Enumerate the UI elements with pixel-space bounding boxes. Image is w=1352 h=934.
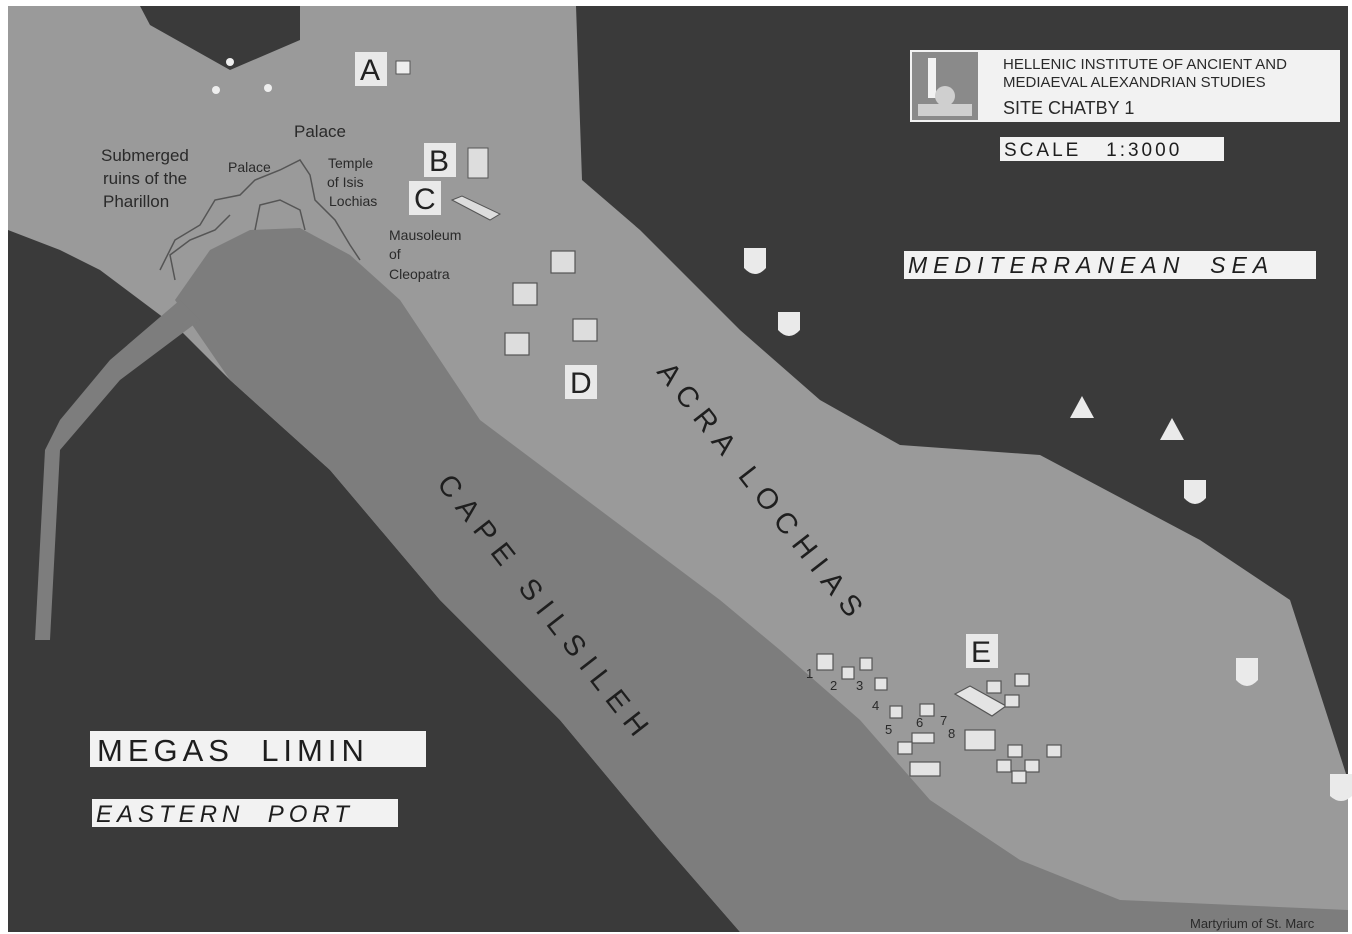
institute-header-box — [910, 50, 1340, 122]
ruin-dot — [212, 86, 220, 94]
institute-line2: MEDIAEVAL ALEXANDRIAN STUDIES — [1003, 74, 1266, 91]
port-sublabel: EASTERN PORT — [96, 801, 354, 828]
site-number-6: 6 — [916, 715, 923, 730]
mausoleum-label-3: Cleopatra — [389, 266, 450, 282]
marker-b-box — [424, 143, 456, 177]
structure-icon — [1046, 744, 1062, 758]
site-number-7: 7 — [940, 713, 947, 728]
temple-label-2: of Isis — [327, 174, 364, 190]
amphora-icon — [744, 248, 766, 274]
amphora-icon — [1330, 774, 1352, 801]
tomb-icon — [512, 282, 538, 306]
structure-icon — [1011, 770, 1027, 784]
site-number-5: 5 — [885, 722, 892, 737]
ruin-dot — [226, 58, 234, 66]
structure-icon — [889, 705, 903, 719]
marker-b: B — [429, 145, 449, 178]
marker-c-box — [409, 181, 441, 215]
structure-icon — [1007, 744, 1023, 758]
scale-label: SCALE 1:3000 — [1004, 140, 1182, 161]
structure-icon — [1024, 759, 1040, 773]
port-label-box — [90, 731, 426, 767]
structure-icon — [816, 653, 834, 671]
port-label: MEGAS LIMIN — [97, 733, 369, 768]
site-number-1: 1 — [806, 666, 813, 681]
structure-icon — [919, 703, 935, 717]
structure-icon — [1014, 673, 1030, 687]
mausoleum-label-1: Mausoleum — [389, 227, 461, 243]
structure-icon — [996, 759, 1012, 773]
structure-icon — [986, 680, 1002, 694]
submerged-label-3: Pharillon — [103, 192, 169, 211]
temple-icon — [467, 147, 489, 179]
logo-figure — [935, 86, 955, 106]
site-number-8: 8 — [948, 726, 955, 741]
martyrium-label: Martyrium of St. Marc — [1190, 916, 1315, 931]
cape-silsileh-strip — [175, 228, 1348, 932]
breakwater — [35, 300, 200, 640]
anchor-stone-icon — [1160, 418, 1184, 440]
structure-icon — [897, 741, 913, 755]
structure-icon — [859, 657, 873, 671]
marker-a: A — [360, 54, 380, 87]
marker-d-box — [565, 365, 597, 399]
structure-icon — [964, 729, 996, 751]
mausoleum-icon — [450, 195, 502, 221]
offshore-finds — [744, 248, 1352, 801]
amphora-icon — [1184, 480, 1206, 504]
submerged-ruins-outline — [159, 159, 361, 281]
structure-icon — [909, 761, 941, 777]
anchor-stone-icon — [1070, 396, 1094, 418]
site-number-2: 2 — [830, 678, 837, 693]
institute-line1: HELLENIC INSTITUTE OF ANCIENT AND — [1003, 56, 1287, 73]
palace-top-label: Palace — [294, 122, 346, 141]
marker-a-box — [355, 52, 387, 86]
tomb-icon — [572, 318, 598, 342]
structure-icon — [1004, 694, 1020, 708]
tomb-icon — [504, 332, 530, 356]
site-number-3: 3 — [856, 678, 863, 693]
marker-e-box — [966, 634, 998, 668]
site-e-structures — [816, 653, 1062, 784]
submerged-label-1: Submerged — [101, 146, 189, 165]
submerged-label-2: ruins of the — [103, 169, 187, 188]
mausoleum-label-2: of — [389, 246, 401, 262]
amphora-icon — [778, 312, 800, 336]
marker-c: C — [414, 183, 436, 216]
site-name: SITE CHATBY 1 — [1003, 98, 1134, 118]
scale-box — [1000, 137, 1224, 161]
temple-label-3: Lochias — [329, 193, 377, 209]
structure-icon — [874, 677, 888, 691]
tomb-icon — [550, 250, 576, 274]
logo-base — [918, 104, 972, 116]
marker-d: D — [570, 367, 592, 400]
site-a-icon — [395, 60, 411, 75]
ruin-dot — [264, 84, 272, 92]
sea-label-box — [904, 251, 1316, 279]
site-number-4: 4 — [872, 698, 879, 713]
structure-icon — [841, 666, 855, 680]
temple-label-1: Temple — [328, 155, 373, 171]
logo-pillar — [928, 58, 936, 98]
port-sublabel-box — [92, 799, 398, 827]
amphora-icon — [1236, 658, 1258, 686]
tomb-icons-d — [504, 250, 598, 356]
structure-icon — [911, 732, 935, 744]
marker-e: E — [971, 636, 991, 669]
sea-label: MEDITERRANEAN SEA — [908, 252, 1274, 278]
palace-small-label: Palace — [228, 159, 271, 175]
